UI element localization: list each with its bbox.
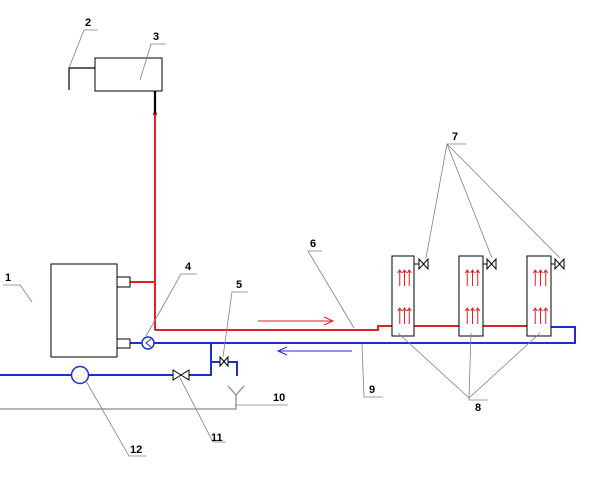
boiler-supply-nozzle: [116, 276, 131, 288]
radiator-arrow: [543, 269, 549, 286]
chimney: [68, 67, 95, 90]
expansion-tank: [94, 57, 163, 92]
radiator-1: [391, 255, 415, 337]
radiator-arrow: [402, 307, 407, 324]
circulation-pump: [141, 336, 155, 350]
radiator-arrow: [538, 307, 543, 324]
radiator-arrow: [464, 269, 470, 286]
makeup-valve: [219, 355, 229, 368]
return-pipes: [0, 326, 576, 376]
inlet-valve: [172, 369, 190, 381]
return-flow-arrow: [276, 346, 352, 356]
radiator-arrow: [538, 269, 543, 286]
radiator-arrow: [532, 269, 538, 286]
label-supply-line: 6: [310, 238, 316, 250]
label-inlet-valve: 11: [211, 432, 223, 444]
radiator-arrow: [402, 269, 407, 286]
label-boiler: 1: [5, 272, 11, 284]
radiator-flow-arrows: [397, 269, 549, 324]
radiator-arrow: [464, 307, 470, 324]
label-return-line: 9: [369, 384, 375, 396]
radiator-arrow: [397, 307, 403, 324]
radiator-arrow: [543, 307, 549, 324]
radiator-2: [458, 255, 484, 337]
radiator-3: [526, 255, 552, 337]
air-vent-3: [551, 257, 565, 271]
label-main-pump: 12: [130, 444, 142, 456]
air-vent-2: [483, 257, 497, 271]
supply-flow-arrow: [258, 316, 335, 326]
radiator-arrow: [406, 307, 412, 324]
air-vent-1: [414, 257, 429, 271]
label-radiators: 8: [475, 402, 481, 414]
main-pump: [70, 365, 90, 385]
label-air-vents: 7: [452, 131, 458, 143]
supply-pipes: [130, 114, 529, 331]
label-circulation-pump: 4: [185, 261, 192, 273]
radiator-arrow: [406, 269, 412, 286]
radiator-arrow: [470, 307, 475, 324]
radiator-arrow: [470, 269, 475, 286]
label-drain: 10: [273, 392, 285, 404]
label-expansion-tank: 3: [153, 31, 159, 43]
boiler: [50, 263, 118, 358]
boiler-return-nozzle: [116, 338, 131, 349]
radiator-arrow: [397, 269, 403, 286]
radiator-arrow: [475, 269, 481, 286]
leader-lines: [3, 29, 561, 457]
label-chimney: 2: [85, 17, 91, 29]
radiator-arrow: [475, 307, 481, 324]
label-makeup-valve: 5: [236, 279, 242, 291]
radiator-arrow: [532, 307, 538, 324]
drain-line: [0, 385, 245, 410]
